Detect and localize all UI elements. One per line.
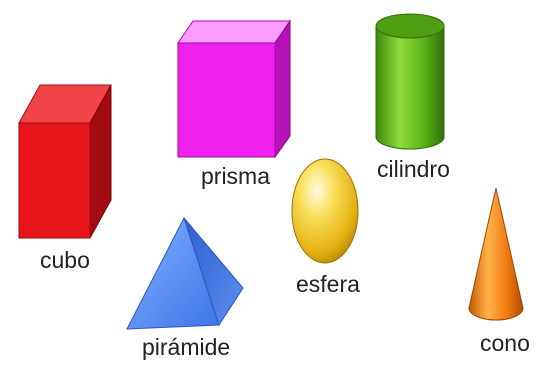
sphere-label: esfera — [296, 271, 360, 297]
prism-top-face — [177, 20, 291, 44]
prism-side-face — [274, 19, 291, 159]
cylinder-label: cilindro — [377, 156, 450, 182]
cube-label: cubo — [40, 247, 90, 273]
cylinder-top — [375, 13, 445, 39]
prism-front-face — [177, 42, 276, 158]
cone-shape — [468, 187, 524, 321]
pyramid-label: pirámide — [142, 334, 231, 360]
cube-shape — [18, 84, 112, 239]
cone-body — [468, 187, 524, 321]
prism-label: prisma — [201, 163, 271, 189]
pyramid-right-face — [183, 217, 244, 327]
pyramid-shape — [126, 216, 244, 330]
cube-front-face — [18, 122, 91, 239]
prism-shape — [177, 19, 291, 159]
cylinder-shape — [375, 13, 445, 150]
cylinder-body — [375, 25, 445, 150]
cone-label: cono — [480, 330, 530, 356]
sphere-shape — [291, 158, 359, 264]
